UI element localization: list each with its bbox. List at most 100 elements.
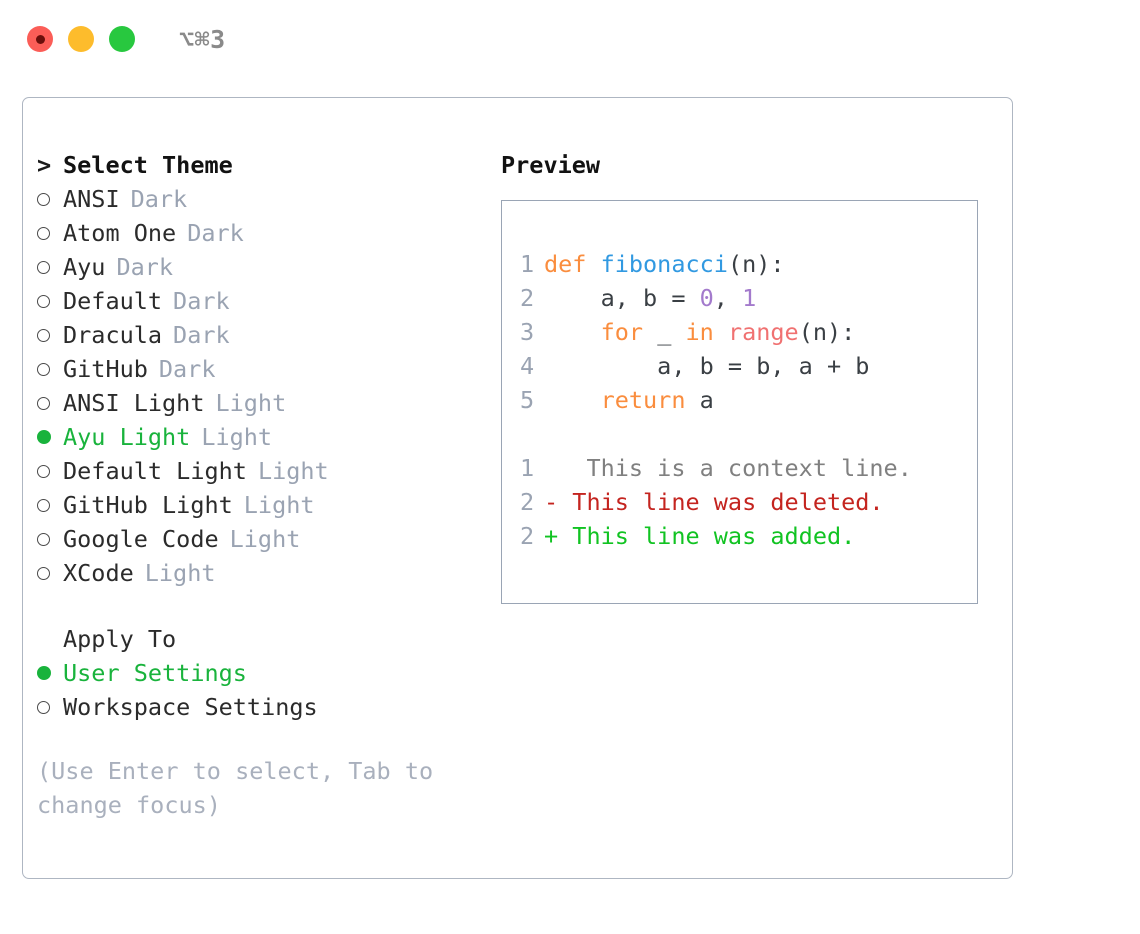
- line-number: 1: [520, 454, 535, 482]
- radio-unselected-icon: [37, 182, 63, 216]
- apply-to-title: Apply To: [63, 625, 177, 653]
- radio-unselected-icon: [37, 522, 63, 556]
- theme-tag: Dark: [187, 219, 244, 247]
- theme-item[interactable]: Google Code Light: [37, 522, 497, 556]
- code-token-plain: a, b = b, a + b: [544, 352, 870, 380]
- diff-text: - This line was deleted.: [544, 488, 884, 516]
- code-diff-spacer: [520, 417, 977, 451]
- theme-label: Google Code: [63, 525, 219, 553]
- window-controls: [27, 26, 135, 52]
- radio-filled-icon: [37, 666, 51, 680]
- code-token-kw: in: [685, 318, 714, 346]
- section-spacer: [37, 590, 497, 622]
- theme-tag: Dark: [173, 287, 230, 315]
- window-titlebar: ⌥⌘3: [0, 0, 1140, 78]
- diff-text: + This line was added.: [544, 522, 856, 550]
- line-number: 5: [520, 386, 535, 414]
- theme-item[interactable]: Default Light Light: [37, 454, 497, 488]
- theme-label: GitHub: [63, 355, 148, 383]
- code-token-kw: for: [600, 318, 644, 346]
- theme-item[interactable]: Ayu Light Light: [37, 420, 497, 454]
- theme-tag: Light: [229, 525, 301, 553]
- radio-filled-icon: [37, 430, 51, 444]
- diff-text: This is a context line.: [544, 454, 912, 482]
- theme-tag: Light: [201, 423, 273, 451]
- theme-label: ANSI Light: [63, 389, 205, 417]
- radio-unselected-icon: [37, 352, 63, 386]
- radio-empty-icon: [37, 498, 50, 512]
- line-number: 4: [520, 352, 535, 380]
- radio-empty-icon: [37, 464, 50, 478]
- minimize-button-icon[interactable]: [68, 26, 94, 52]
- radio-empty-icon: [37, 260, 50, 274]
- theme-item[interactable]: ANSI Dark: [37, 182, 497, 216]
- theme-label: GitHub Light: [63, 491, 233, 519]
- radio-empty-icon: [37, 566, 50, 580]
- code-token-num: 0: [699, 284, 714, 312]
- code-token-plain: [544, 386, 601, 414]
- theme-item[interactable]: Ayu Dark: [37, 250, 497, 284]
- diff-line-add: 2+ This line was added.: [520, 519, 977, 553]
- code-line: 5 return a: [520, 383, 977, 417]
- select-theme-header: > Select Theme: [37, 148, 497, 182]
- code-token-call: range: [727, 318, 799, 346]
- radio-unselected-icon: [37, 284, 63, 318]
- apply-to-marker-placeholder: [37, 622, 63, 656]
- theme-tag: Dark: [130, 185, 188, 213]
- radio-empty-icon: [37, 226, 50, 240]
- radio-empty-icon: [37, 294, 50, 308]
- window-title-shortcut: ⌥⌘3: [179, 24, 226, 54]
- code-line: 3 for _ in range(n):: [520, 315, 977, 349]
- theme-tag: Dark: [116, 253, 174, 281]
- radio-empty-icon: [37, 396, 50, 410]
- theme-tag: Dark: [173, 321, 230, 349]
- code-token-plain: a: [685, 386, 714, 414]
- theme-tag: Light: [257, 457, 329, 485]
- radio-empty-icon: [37, 700, 50, 714]
- theme-label: Default Light: [63, 457, 247, 485]
- maximize-button-icon[interactable]: [109, 26, 135, 52]
- preview-title: Preview: [501, 151, 601, 179]
- radio-unselected-icon: [37, 488, 63, 522]
- radio-unselected-icon: [37, 454, 63, 488]
- code-token-kw: def: [544, 250, 601, 278]
- theme-label: Ayu Light: [63, 423, 191, 451]
- radio-empty-icon: [37, 362, 50, 376]
- diff-line-del: 2 - This line was deleted.: [520, 485, 977, 519]
- theme-label: XCode: [63, 559, 134, 587]
- code-line: 4 a, b = b, a + b: [520, 349, 977, 383]
- code-token-plain: _: [643, 318, 686, 346]
- line-number: 2: [520, 488, 535, 516]
- apply-to-item[interactable]: User Settings: [37, 656, 497, 690]
- code-line: 2 a, b = 0, 1: [520, 281, 977, 315]
- theme-label: ANSI: [63, 185, 120, 213]
- radio-selected-icon: [37, 420, 63, 454]
- radio-unselected-icon: [37, 318, 63, 352]
- caret-icon: >: [37, 151, 52, 179]
- code-token-plain: a, b =: [544, 284, 700, 312]
- radio-unselected-icon: [37, 216, 63, 250]
- radio-empty-icon: [37, 532, 50, 546]
- apply-to-item[interactable]: Workspace Settings: [37, 690, 497, 724]
- theme-label: Ayu: [63, 253, 106, 281]
- theme-item[interactable]: GitHub Light Light: [37, 488, 497, 522]
- theme-tag: Light: [243, 491, 315, 519]
- theme-tag: Light: [144, 559, 216, 587]
- line-number: 2: [520, 284, 535, 312]
- code-token-plain: ,: [713, 284, 743, 312]
- theme-item[interactable]: XCode Light: [37, 556, 497, 590]
- code-token-plain: (n):: [798, 318, 856, 346]
- close-button-icon[interactable]: [27, 26, 53, 52]
